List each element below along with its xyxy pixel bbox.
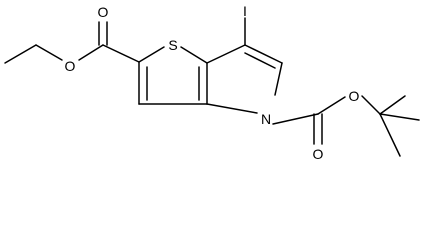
chemical-structure: O O S I N O O — [4, 3, 420, 162]
bond-ester-c-ring — [102, 44, 140, 63]
bond-c6-n — [274, 62, 283, 96]
atom-oxygen-boc-carbonyl: O — [313, 146, 324, 162]
atom-oxygen-ester-carbonyl: O — [98, 4, 109, 20]
bond-c7-c6-a — [244, 44, 283, 64]
bond-ethyl-ch2-o — [35, 44, 63, 61]
bond-c7-c6-b — [244, 52, 276, 69]
bond-c3a-n — [206, 103, 258, 114]
bond-tbu-ch3-top — [379, 95, 406, 115]
bond-s-c7a — [180, 46, 208, 64]
bond-n-c — [272, 113, 319, 125]
bond-ethyl-ch3-ch2 — [4, 44, 37, 64]
bond-tbu-ch3-bottom — [379, 113, 401, 157]
bond-ester-o-c — [78, 44, 104, 61]
bond-boc-c-o — [317, 96, 346, 115]
atom-oxygen-boc-ether: O — [349, 88, 360, 104]
bond-c2-s — [138, 46, 165, 63]
atom-oxygen-ester-ether: O — [65, 58, 76, 74]
bond-boc-o-tbu — [361, 95, 381, 115]
atom-sulfur: S — [168, 37, 177, 53]
bond-c7a-c7 — [206, 44, 246, 64]
bond-tbu-ch3-right — [379, 113, 420, 121]
atom-nitrogen: N — [261, 111, 271, 127]
atom-iodine: I — [243, 3, 247, 19]
